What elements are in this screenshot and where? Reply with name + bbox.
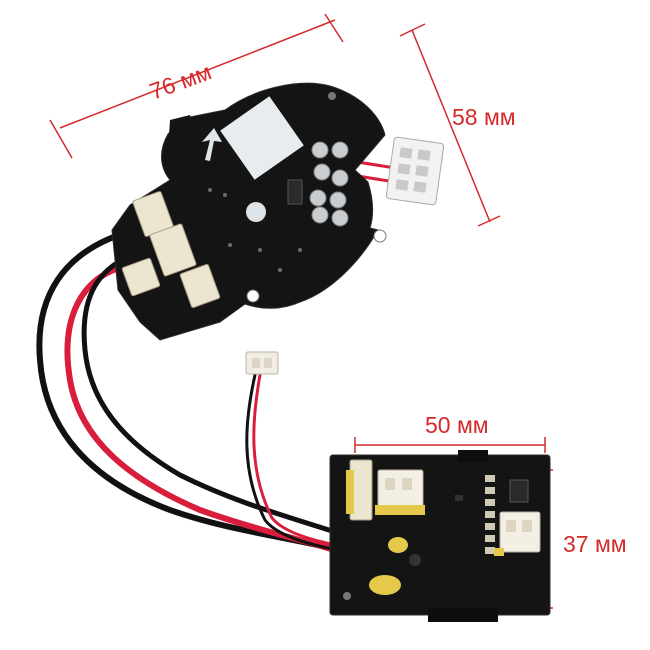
solder-pads — [309, 141, 349, 227]
brand-logo — [246, 202, 266, 222]
board-connectors — [121, 191, 221, 308]
wire-thin-black — [245, 373, 372, 557]
dim-58-line — [411, 29, 491, 223]
label-58mm: 58 мм — [452, 104, 516, 130]
top-pcb-board — [111, 82, 387, 341]
wire-black-second — [81, 247, 363, 543]
label-50mm: 50 мм — [425, 412, 489, 438]
bottom-pcb-board — [329, 450, 551, 622]
top-white-connector — [385, 136, 445, 206]
dim-76-line — [59, 19, 336, 129]
arrow-icon — [202, 128, 222, 161]
label-37mm: 37 мм — [563, 531, 627, 557]
label-76mm: 76 мм — [146, 58, 215, 104]
loose-jst-connector — [245, 351, 279, 375]
pin-header — [485, 475, 495, 554]
jst-connector-a — [377, 469, 424, 509]
board-sticker — [220, 96, 304, 180]
